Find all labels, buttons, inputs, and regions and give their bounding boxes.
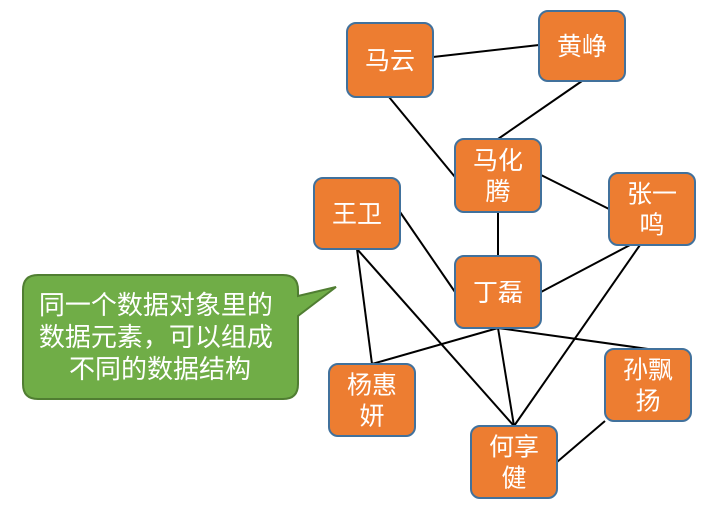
callout-shape bbox=[22, 274, 337, 400]
node-zhangyiming: 张一鸣 bbox=[608, 172, 696, 246]
edge-wangwei-yanghuiyan bbox=[356, 248, 373, 365]
edge-mayun-huangzheng bbox=[432, 44, 540, 58]
node-box bbox=[454, 138, 542, 213]
svg-text:同一个数据对象里的 数据元素，可以组成: 同一个数据对象里的 数据元素，可以组成 不同的数据结构 bbox=[39, 291, 281, 385]
node-label-line: 扬 bbox=[635, 387, 660, 416]
node-wangwei: 王卫 bbox=[313, 177, 401, 250]
node-label-line: 丁磊 bbox=[473, 278, 523, 307]
node-box bbox=[328, 363, 416, 437]
node-box bbox=[313, 177, 401, 250]
node-box bbox=[470, 425, 558, 499]
callout-line: 数据元素，可以组成 bbox=[39, 323, 273, 353]
node-label: 黄峥 bbox=[557, 32, 607, 61]
node-label-line: 孙飘 bbox=[623, 356, 673, 385]
node-dinglei: 丁磊 bbox=[454, 255, 542, 329]
node-label-line: 张一 bbox=[627, 180, 677, 209]
node-mahuateng: 马化腾 bbox=[454, 138, 542, 213]
node-label-line: 马化 bbox=[473, 146, 523, 175]
edge-dinglei-yanghuiyan bbox=[371, 327, 499, 365]
node-label-line: 马云 bbox=[365, 46, 415, 75]
edge-wangwei-dinglei bbox=[399, 211, 456, 293]
node-label: 杨惠妍 bbox=[347, 371, 397, 431]
node-sunpiaoyang: 孙飘扬 bbox=[604, 348, 692, 422]
callout-line: 不同的数据结构 bbox=[69, 355, 251, 385]
node-label-line: 腾 bbox=[485, 177, 510, 206]
node-box bbox=[346, 22, 434, 98]
node-huangzheng: 黄峥 bbox=[538, 10, 626, 82]
edge-dinglei-hexiangjian bbox=[497, 327, 515, 427]
node-hexiangjian: 何享健 bbox=[470, 425, 558, 499]
edge-zhangyiming-hexiangjian bbox=[513, 244, 641, 427]
node-box bbox=[604, 348, 692, 422]
edge-dinglei-sunpiaoyang bbox=[497, 327, 649, 350]
node-label-line: 杨惠 bbox=[347, 371, 397, 400]
callout-line: 同一个数据对象里的 bbox=[39, 291, 273, 321]
node-label-line: 鸣 bbox=[639, 211, 664, 240]
edge-zhangyiming-dinglei bbox=[540, 244, 631, 293]
node-label-line: 何享 bbox=[489, 433, 539, 462]
edge-wangwei-hexiangjian bbox=[356, 248, 515, 427]
node-label: 孙飘扬 bbox=[623, 356, 673, 416]
node-box bbox=[608, 172, 696, 246]
node-label-line: 黄峥 bbox=[557, 32, 607, 61]
node-yanghuiyan: 杨惠妍 bbox=[328, 363, 416, 437]
edges-layer bbox=[356, 44, 649, 463]
node-label: 王卫 bbox=[332, 200, 382, 229]
edge-mahuateng-zhangyiming bbox=[540, 174, 610, 210]
node-label-line: 王卫 bbox=[332, 200, 382, 229]
edge-huangzheng-mahuateng bbox=[497, 80, 583, 140]
node-label-line: 健 bbox=[501, 464, 526, 493]
node-box bbox=[538, 10, 626, 82]
node-mayun: 马云 bbox=[346, 22, 434, 98]
node-box bbox=[454, 255, 542, 329]
node-label: 张一鸣 bbox=[627, 180, 677, 240]
node-label: 马云 bbox=[365, 46, 415, 75]
callout-bubble: 同一个数据对象里的 数据元素，可以组成 不同的数据结构 bbox=[22, 274, 337, 400]
edge-sunpiaoyang-hexiangjian bbox=[556, 420, 606, 463]
node-label: 丁磊 bbox=[473, 278, 523, 307]
node-label-line: 妍 bbox=[359, 402, 384, 431]
node-label: 马化腾 bbox=[473, 146, 523, 206]
node-label: 何享健 bbox=[489, 433, 539, 493]
edge-mayun-mahuateng bbox=[388, 96, 456, 178]
